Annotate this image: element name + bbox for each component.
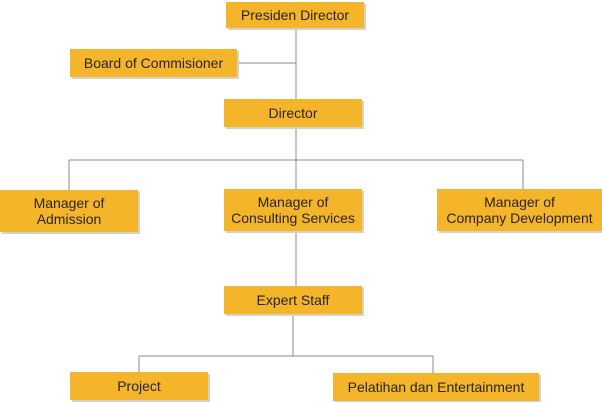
node-project: Project [70,372,208,400]
node-pelatihan-dan-entertainment: Pelatihan dan Entertainment [333,373,539,401]
node-presiden-director: Presiden Director [226,2,364,28]
node-manager-of-company-development: Manager of Company Development [437,189,602,231]
node-expert-staff: Expert Staff [224,286,362,314]
node-director: Director [224,99,362,127]
node-manager-of-admission: Manager of Admission [0,190,138,232]
node-manager-of-consulting-services: Manager of Consulting Services [224,189,362,231]
node-board-of-commisioner: Board of Commisioner [70,49,237,77]
